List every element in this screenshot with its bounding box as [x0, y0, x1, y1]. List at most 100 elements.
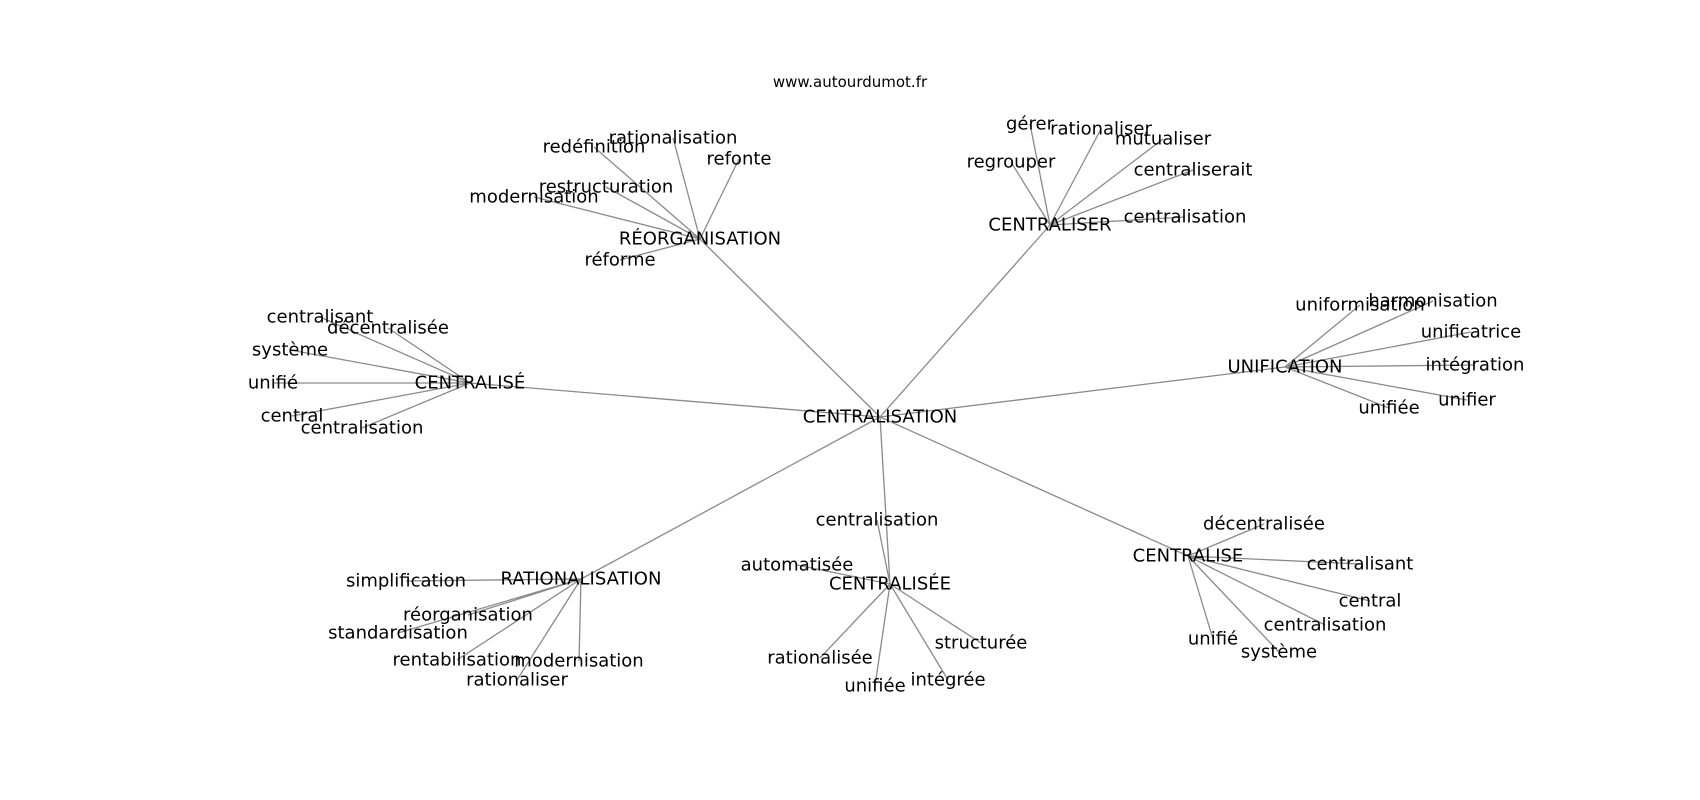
word-node-reforme[interactable]: réforme	[584, 250, 655, 271]
edge-unification-to-uniformisation	[1284, 304, 1361, 368]
edge-unification-to-integration	[1284, 364, 1476, 368]
word-node-unifier[interactable]: unifier	[1438, 390, 1496, 411]
word-node-modernisation[interactable]: modernisation	[469, 187, 598, 208]
edge-unification-to-unifier	[1284, 366, 1468, 401]
edge-unification-to-unifiee	[1284, 366, 1390, 409]
edge-rationalisation-to-rentabilisation	[456, 578, 582, 661]
edge-center-to-unification	[879, 366, 1286, 418]
word-node-redefinition[interactable]: redéfinition	[543, 137, 646, 158]
edge-centralise-to-centralisant	[319, 316, 471, 384]
hub-node-centralise[interactable]: CENTRALISE	[1133, 546, 1244, 567]
word-node-rationalisation[interactable]: rationalisation	[609, 128, 738, 149]
word-node-unificatrice[interactable]: unificatrice	[1421, 322, 1522, 343]
edge-rationalisation-to-rationaliser	[516, 578, 582, 681]
word-node-centralisation[interactable]: centralisation	[816, 510, 939, 531]
word-node-regrouper[interactable]: regrouper	[967, 152, 1056, 173]
word-node-mutualiser[interactable]: mutualiser	[1115, 129, 1212, 150]
word-node-standardisation[interactable]: standardisation	[328, 623, 468, 644]
edge-centraliser-to-regrouper	[1010, 161, 1051, 226]
edge-centralise-to-decentralisee	[387, 327, 471, 384]
word-node-harmonisation[interactable]: harmonisation	[1368, 291, 1497, 312]
edge-reorganisation-to-refonte	[699, 158, 740, 240]
graph-labels: CENTRALISATION RÉORGANISATION rationalisat…	[248, 114, 1525, 697]
edge-reorganisation-to-reforme	[619, 238, 701, 261]
hub-node-centraliser[interactable]: CENTRALISER	[988, 215, 1111, 236]
edge-centraliser-to-rationaliser	[1049, 128, 1102, 226]
word-node-gerer[interactable]: gérer	[1006, 114, 1055, 135]
edge-reorganisation-to-rationalisation	[672, 137, 701, 240]
edge-centraliser-to-centralisation	[1049, 216, 1186, 226]
word-node-rationaliser[interactable]: rationaliser	[466, 670, 568, 691]
word-node-centralisation[interactable]: centralisation	[1264, 615, 1387, 636]
edge-centralisee-to-unifiee	[874, 583, 891, 687]
hub-node-unification[interactable]: UNIFICATION	[1227, 357, 1342, 378]
word-node-reorganisation[interactable]: réorganisation	[403, 605, 533, 626]
edge-centralise-to-centralisation	[361, 382, 471, 429]
word-node-rationalisee[interactable]: rationalisée	[767, 648, 872, 669]
word-node-central[interactable]: central	[1339, 591, 1402, 612]
edge-centralisee-to-automatisee	[796, 564, 891, 585]
word-node-systeme[interactable]: système	[252, 340, 328, 361]
word-node-automatisee[interactable]: automatisée	[741, 555, 854, 576]
edge-unification-to-harmonisation	[1284, 300, 1434, 368]
edge-unification-to-unificatrice	[1284, 331, 1472, 368]
word-node-decentralisee[interactable]: décentralisée	[1203, 514, 1325, 535]
edge-centralise-to-centralisation	[1187, 555, 1326, 626]
edge-reorganisation-to-restructuration	[605, 186, 701, 240]
word-node-systeme[interactable]: système	[1241, 642, 1317, 663]
word-node-unifie[interactable]: unifié	[248, 373, 298, 394]
edge-centralise-to-central	[291, 382, 471, 417]
edge-centralisee-to-rationalisee	[819, 583, 891, 659]
word-node-centralisation[interactable]: centralisation	[1124, 207, 1247, 228]
edge-centralisee-to-integree	[889, 583, 949, 681]
edge-center-to-centralise	[469, 382, 881, 418]
edge-center-to-centralise	[879, 416, 1189, 557]
word-node-central[interactable]: central	[261, 406, 324, 427]
edge-centraliser-to-mutualiser	[1049, 138, 1164, 226]
word-node-restructuration[interactable]: restructuration	[539, 177, 674, 198]
word-node-unifiee[interactable]: unifiée	[1358, 398, 1419, 419]
word-node-unifiee[interactable]: unifiée	[844, 676, 905, 697]
word-node-refonte[interactable]: refonte	[707, 149, 772, 170]
word-node-modernisation[interactable]: modernisation	[514, 651, 643, 672]
edge-centralisee-to-structuree	[889, 583, 982, 644]
word-node-simplification[interactable]: simplification	[346, 571, 466, 592]
center-node[interactable]: CENTRALISATION	[803, 407, 957, 428]
word-node-centralisant[interactable]: centralisant	[267, 307, 374, 328]
hub-node-centralisee[interactable]: CENTRALISÉE	[829, 573, 951, 595]
watermark: www.autourdumot.fr	[772, 73, 928, 91]
edge-rationalisation-to-standardisation	[397, 578, 582, 634]
edge-centralise-to-systeme	[289, 349, 471, 384]
edge-center-to-rationalisation	[580, 416, 881, 580]
edge-centraliser-to-gerer	[1029, 123, 1051, 226]
hub-node-rationalisation[interactable]: RATIONALISATION	[501, 569, 662, 590]
word-node-centralisation[interactable]: centralisation	[301, 418, 424, 439]
word-node-centraliserait[interactable]: centraliserait	[1134, 160, 1253, 181]
edge-reorganisation-to-modernisation	[533, 196, 701, 240]
word-node-uniformisation[interactable]: uniformisation	[1295, 295, 1425, 316]
word-node-integree[interactable]: intégrée	[910, 670, 985, 691]
word-node-rationaliser[interactable]: rationaliser	[1050, 119, 1152, 140]
hub-node-reorganisation[interactable]: RÉORGANISATION	[619, 228, 781, 250]
edge-center-to-centralisee	[879, 416, 891, 585]
word-node-integration[interactable]: intégration	[1426, 355, 1525, 376]
edge-rationalisation-to-modernisation	[578, 578, 582, 662]
edge-reorganisation-to-redefinition	[593, 146, 701, 240]
edge-centralise-to-systeme	[1187, 555, 1280, 653]
word-node-unifie[interactable]: unifié	[1188, 629, 1238, 650]
edge-centralise-to-central	[1187, 555, 1371, 602]
hub-node-centralise[interactable]: CENTRALISÉ	[415, 372, 526, 394]
word-node-rentabilisation[interactable]: rentabilisation	[393, 650, 522, 671]
graph-edges	[273, 123, 1476, 687]
edge-centralise-to-centralisant	[1187, 555, 1361, 565]
edge-centralise-to-unifie	[1187, 555, 1214, 640]
edge-centralise-to-decentralisee	[1187, 523, 1265, 557]
word-node-centralisant[interactable]: centralisant	[1307, 554, 1414, 575]
edge-centraliser-to-centraliserait	[1049, 169, 1194, 226]
edge-rationalisation-to-simplification	[405, 578, 582, 582]
edge-center-to-reorganisation	[699, 238, 881, 418]
edge-centralisee-to-centralisation	[876, 519, 891, 585]
word-node-decentralisee[interactable]: décentralisée	[327, 318, 449, 339]
word-node-structuree[interactable]: structurée	[935, 633, 1028, 654]
